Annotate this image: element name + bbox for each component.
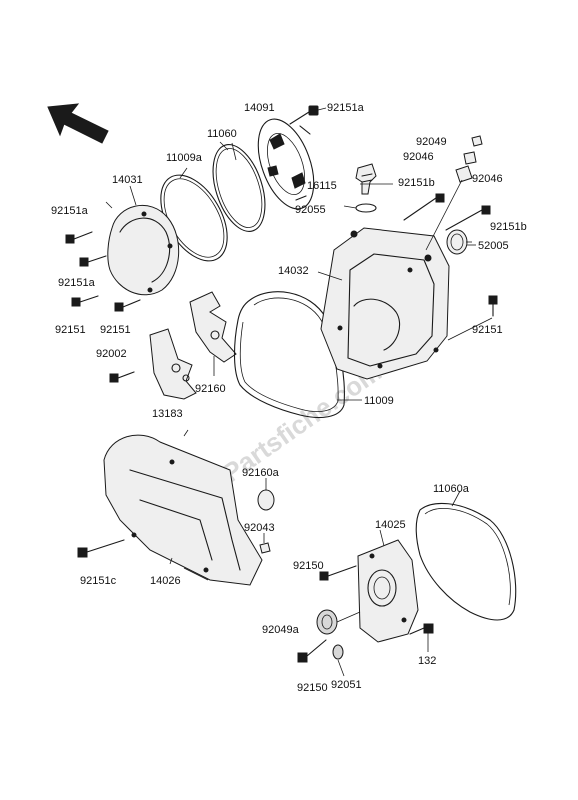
- label-92151c: 92151c: [80, 575, 117, 587]
- collar-92160a[interactable]: [257, 489, 275, 511]
- bolt-132[interactable]: [409, 623, 434, 635]
- label-92151a-top: 92151a: [327, 102, 365, 114]
- bolt-92151a-top[interactable]: [289, 105, 319, 125]
- bolt-92002[interactable]: [109, 371, 135, 383]
- label-92151b-b: 92151b: [490, 221, 527, 233]
- bracket-13183[interactable]: [149, 328, 197, 400]
- oil-seal-92049a[interactable]: [316, 609, 338, 635]
- label-92002: 92002: [96, 348, 127, 360]
- label-14026: 14026: [150, 575, 181, 587]
- o-ring-92055[interactable]: [355, 203, 377, 213]
- gasket-11060[interactable]: [203, 138, 275, 238]
- label-52005: 52005: [478, 240, 509, 252]
- cap-92049[interactable]: [471, 135, 483, 147]
- label-13183: 13183: [152, 408, 183, 420]
- label-11009: 11009: [364, 395, 394, 407]
- part-14031-cover[interactable]: [107, 204, 180, 296]
- label-92160a: 92160a: [242, 467, 280, 479]
- plate-92160[interactable]: [189, 291, 237, 363]
- bolt-92151-a[interactable]: [71, 295, 99, 307]
- cap-52005[interactable]: [446, 229, 468, 255]
- label-14091: 14091: [244, 102, 275, 114]
- label-92151-a: 92151: [55, 324, 86, 336]
- bolt-92151-r[interactable]: [488, 295, 498, 317]
- label-92046-b: 92046: [472, 173, 503, 185]
- bolt-92151b-a[interactable]: [403, 193, 445, 221]
- part-14091-cover[interactable]: [247, 112, 324, 217]
- bolt-92151a-left2[interactable]: [79, 255, 107, 267]
- front-direction-arrow-icon: [47, 103, 109, 144]
- bolt-92150-a[interactable]: [319, 565, 357, 581]
- label-11009a: 11009a: [166, 152, 203, 164]
- label-92043: 92043: [244, 522, 275, 534]
- pin-92043[interactable]: [259, 542, 271, 554]
- dipstick-16115[interactable]: [355, 163, 377, 195]
- label-16115: 16115: [307, 180, 337, 192]
- label-11060: 11060: [207, 128, 237, 140]
- label-14032: 14032: [278, 265, 309, 277]
- label-92151-r: 92151: [472, 324, 503, 336]
- bolt-92151b-b[interactable]: [445, 205, 491, 231]
- label-92151a-left1: 92151a: [51, 205, 89, 217]
- label-92049a: 92049a: [262, 624, 300, 636]
- bolt-92151a-left1[interactable]: [65, 231, 93, 244]
- bolt-92151-b[interactable]: [114, 299, 141, 312]
- label-92150-a: 92150: [293, 560, 324, 572]
- label-92150-b: 92150: [297, 682, 328, 694]
- label-92046-a: 92046: [403, 151, 434, 163]
- label-92051: 92051: [331, 679, 362, 691]
- label-92049: 92049: [416, 136, 447, 148]
- label-14025: 14025: [375, 519, 406, 531]
- label-92151-b: 92151: [100, 324, 131, 336]
- crankcase-cover-14032[interactable]: [320, 227, 450, 380]
- label-92055: 92055: [295, 204, 326, 216]
- washer-92051[interactable]: [332, 644, 344, 660]
- label-132: 132: [418, 655, 436, 667]
- label-14031: 14031: [112, 174, 143, 186]
- plug-92046-b[interactable]: [425, 165, 473, 251]
- bolt-92150-b[interactable]: [297, 639, 327, 663]
- label-11060a: 11060a: [433, 483, 470, 495]
- label-92160: 92160: [195, 383, 226, 395]
- cover-14026[interactable]: [103, 434, 263, 586]
- cover-14025[interactable]: [357, 539, 419, 643]
- label-92151b-a: 92151b: [398, 177, 435, 189]
- plug-92046-a[interactable]: [463, 151, 477, 165]
- bolt-92151c[interactable]: [77, 539, 125, 558]
- gasket-11060a[interactable]: [415, 502, 517, 621]
- label-92151a-left2: 92151a: [58, 277, 96, 289]
